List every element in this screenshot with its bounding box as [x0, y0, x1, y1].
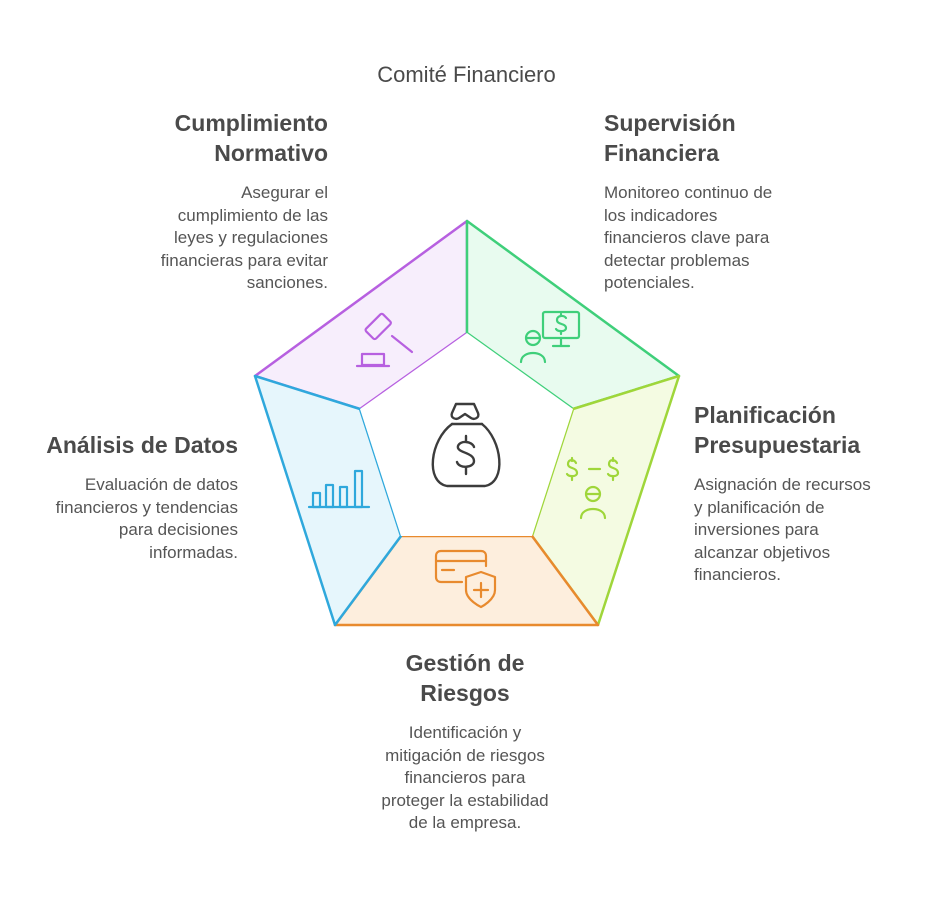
gavel-icon: [355, 312, 414, 368]
desc-planificacion: Asignación de recursos y planificación d…: [694, 475, 871, 584]
monitor-dollar-person-icon: [519, 310, 581, 364]
desc-riesgos: Identificación y mitigación de riesgos f…: [381, 723, 549, 832]
desc-analisis: Evaluación de datos financieros y tenden…: [55, 475, 238, 562]
card-shield-icon: [434, 549, 497, 609]
money-bag-icon: [431, 402, 501, 488]
diagram-title: Comité Financiero: [377, 62, 556, 87]
heading-riesgos: Gestión de Riesgos: [405, 650, 525, 706]
block-analisis: Análisis de Datos Evaluación de datos fi…: [10, 430, 238, 564]
heading-supervision: Supervisión Financiera: [604, 110, 736, 166]
heading-planificacion: Planificación Presupuestaria: [694, 402, 861, 458]
desc-supervision: Monitoreo continuo de los indicadores fi…: [604, 183, 773, 292]
bar-chart-icon: [307, 469, 371, 509]
block-riesgos: Gestión de Riesgos Identificación y miti…: [330, 648, 600, 835]
desc-cumplimiento: Asegurar el cumplimiento de las leyes y …: [160, 183, 328, 292]
block-planificacion: Planificación Presupuestaria Asignación …: [694, 400, 924, 587]
heading-analisis: Análisis de Datos: [46, 432, 238, 458]
heading-cumplimiento: Cumplimiento Normativo: [174, 110, 328, 166]
budget-person-icon: [565, 456, 620, 520]
center-pentagon: [360, 333, 573, 536]
block-cumplimiento: Cumplimiento Normativo Asegurar el cumpl…: [80, 108, 328, 295]
block-supervision: Supervisión Financiera Monitoreo continu…: [604, 108, 864, 295]
